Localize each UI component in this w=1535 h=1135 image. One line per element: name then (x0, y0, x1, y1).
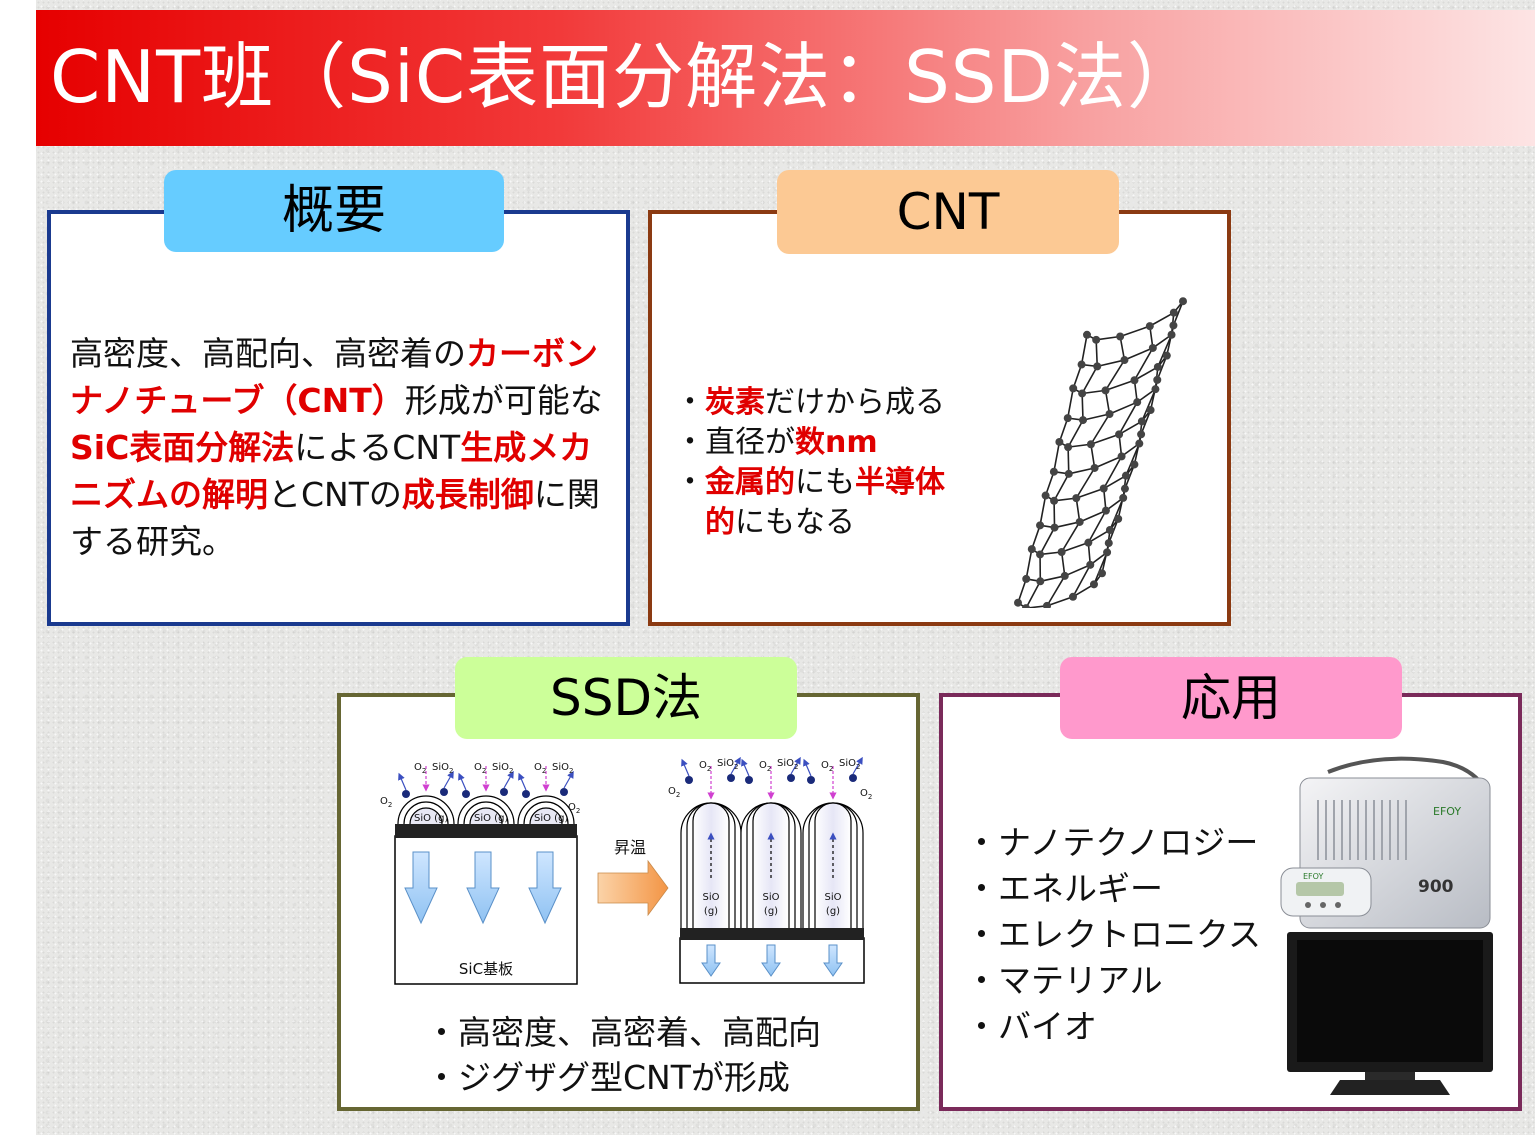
overview-text-segment: 形成が可能な (404, 381, 603, 420)
overview-text-segment: 高密度、高配向、高密着の (70, 334, 466, 373)
oxygen-label: O2 (474, 762, 486, 775)
cnt-bullet-text: ・ (675, 465, 705, 500)
sio-gas-label: SiO (g) (414, 813, 448, 824)
silicon-dioxide-label: SiO2 (432, 762, 453, 775)
cnt-bullet-line: ・金属的にも半導体 (675, 463, 975, 503)
sio-label: SiO (825, 892, 842, 903)
oxygen-label: O2 (568, 802, 580, 815)
oxygen-label: O2 (534, 762, 546, 775)
carbon-layer-left (395, 824, 577, 838)
oxygen-label: O2 (860, 788, 872, 801)
cnt-tab-label: CNT (896, 183, 1000, 241)
downward-flow-arrow (701, 944, 721, 977)
cnt-bullet-text (675, 505, 705, 540)
sio-gas-label: SiO (g) (474, 813, 508, 824)
oxygen-label: O2 (699, 760, 711, 773)
gas-label: (g) (826, 906, 840, 917)
cnt-bullet-text: だけから成る (765, 385, 945, 420)
gas-label: (g) (704, 906, 718, 917)
overview-text-segment: に関する研究。 (70, 475, 600, 561)
oxygen-label: O2 (668, 786, 680, 799)
downward-flow-arrow (466, 851, 500, 925)
cnt-bullet-text: にも (795, 465, 855, 500)
ssd-tab: SSD法 (455, 657, 797, 739)
sio-gas-label: SiO (g) (534, 813, 568, 824)
ssd-bullet-list: ・高密度、高密着、高配向・ジグザグ型CNTが形成 (425, 1010, 821, 1100)
overview-text-segment: とCNTの (268, 475, 402, 514)
sio-label: SiO (763, 892, 780, 903)
oxygen-label: O2 (821, 760, 833, 773)
overview-highlight-text: 生成メカニズムの解明 (70, 428, 593, 514)
page-title: CNT班（SiC表面分解法：SSD法） (50, 35, 1200, 119)
application-item: ・バイオ (965, 1007, 1097, 1046)
overview-text-segment: によるCNT (294, 428, 461, 467)
silicon-dioxide-label: SiO2 (717, 758, 738, 771)
cnt-bullet-text: ・ (675, 385, 705, 420)
carbon-layer-right (680, 928, 864, 940)
cnt-bullet-line: ・直径が数nm (675, 423, 975, 463)
oxygen-label: O2 (414, 762, 426, 775)
overview-highlight-text: SiC表面分解法 (70, 428, 295, 467)
cnt-bullet-text: にもなる (735, 505, 855, 540)
fuel-cell-device-image: EFOY 900 EFOY (1280, 756, 1491, 929)
device-model-label: 900 (1418, 877, 1454, 897)
title-bar (36, 10, 1535, 146)
cnt-tab: CNT (777, 170, 1119, 254)
cnt-panel (648, 210, 1231, 626)
flat-panel-tv-image (1287, 932, 1493, 1095)
sic-substrate-label: SiC基板 (459, 960, 513, 978)
cnt-bullet-text: ・直径が (675, 425, 795, 460)
ssd-tab-label: SSD法 (550, 669, 702, 727)
heating-label: 昇温 (614, 838, 646, 857)
overview-panel (47, 210, 630, 626)
cnt-highlight-text: 数nm (795, 425, 878, 460)
application-item-list: ・ナノテクノロジー・エネルギー・エレクトロニクス・マテリアル・バイオ (965, 820, 1261, 1050)
sio-label: SiO (703, 892, 720, 903)
downward-flow-arrow (823, 944, 843, 977)
cnt-bullet-line: 的にもなる (675, 503, 975, 543)
cnt-molecule-illustration (1014, 297, 1187, 608)
ssd-bullet-item: ・高密度、高密着、高配向 (425, 1013, 821, 1052)
silicon-dioxide-label: SiO2 (492, 762, 513, 775)
application-item: ・ナノテクノロジー (965, 823, 1259, 862)
cnt-bullet-list: ・炭素だけから成る・直径が数nm・金属的にも半導体 的にもなる (675, 383, 975, 543)
gas-label: (g) (764, 906, 778, 917)
overview-tab: 概要 (164, 170, 504, 252)
cnt-highlight-text: 半導体 (855, 465, 945, 500)
overview-highlight-text: 成長制御 (401, 475, 534, 514)
downward-flow-arrow (404, 851, 438, 925)
overview-highlight-text: カーボンナノチューブ（CNT） (70, 334, 598, 420)
cnt-highlight-text: 的 (705, 505, 735, 540)
device-brand-label: EFOY (1433, 805, 1461, 818)
overview-text: 高密度、高配向、高密着のカーボンナノチューブ（CNT）形成が可能な SiC表面分解… (70, 330, 610, 565)
silicon-dioxide-label: SiO2 (777, 758, 798, 771)
silicon-dioxide-label: SiO2 (839, 758, 860, 771)
application-item: ・エレクトロニクス (965, 915, 1262, 954)
application-tab-label: 応用 (1181, 669, 1281, 727)
application-tab: 応用 (1060, 657, 1402, 739)
application-item: ・エネルギー (965, 869, 1163, 908)
heating-arrow (597, 859, 669, 917)
cnt-bullet-line: ・炭素だけから成る (675, 383, 975, 423)
downward-flow-arrow (528, 851, 562, 925)
silicon-dioxide-label: SiO2 (552, 762, 573, 775)
remote-brand-label: EFOY (1303, 872, 1324, 881)
overview-tab-label: 概要 (281, 181, 386, 241)
cnt-highlight-text: 金属的 (705, 465, 795, 500)
oxygen-label: O2 (380, 796, 392, 809)
oxygen-label: O2 (759, 760, 771, 773)
cnt-highlight-text: 炭素 (705, 385, 765, 420)
ssd-bullet-item: ・ジグザグ型CNTが形成 (425, 1058, 790, 1097)
application-item: ・マテリアル (965, 961, 1163, 1000)
downward-flow-arrow (761, 944, 781, 977)
